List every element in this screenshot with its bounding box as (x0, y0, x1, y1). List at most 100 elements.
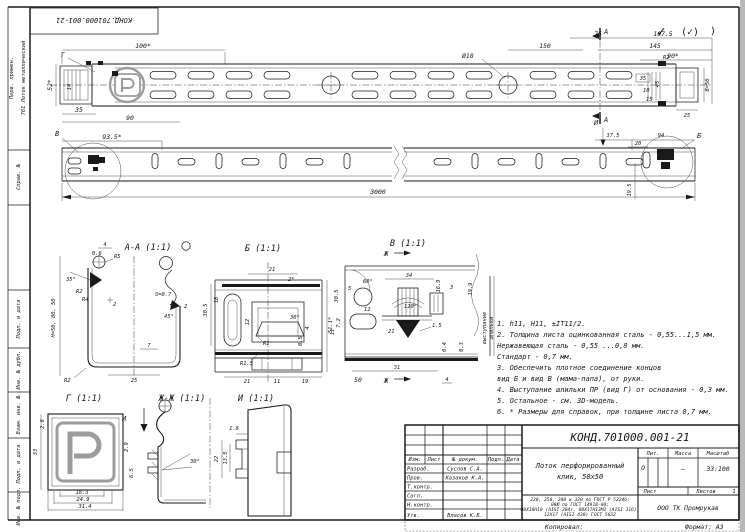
dim-label: 60° (363, 279, 373, 285)
surface-finish-marks: ✓ (✓) ) (657, 24, 716, 40)
row-tkontr: Т.контр. (407, 485, 433, 491)
dim-label: 37.5 (606, 133, 620, 139)
break-line (393, 145, 400, 180)
dim-label: 90* (667, 52, 679, 60)
brand-ring (108, 66, 146, 104)
scan-edge (740, 0, 745, 532)
section-v-dimensions: 60° 5 12 34 16.9 3 120° 21 1.5 7.2 11 0.… (330, 273, 495, 384)
dim-label: 7 (147, 343, 151, 349)
margin-vzam-inv: Взам. инв. № (16, 396, 22, 435)
dim-label: 52* (46, 79, 54, 91)
dim-label: 6.5 (129, 468, 135, 478)
break-line (471, 253, 479, 337)
dim-label: 2* (288, 277, 295, 283)
dim-label: 2 (184, 304, 187, 310)
drawing-frame (7, 6, 740, 521)
dim-label: 18.3 (76, 490, 89, 496)
perforation-slot (263, 71, 291, 80)
view-label-b: Б (697, 132, 702, 140)
dim-label: 3 (449, 285, 453, 291)
weld-mark (658, 61, 666, 66)
dim-label: 35 (639, 76, 647, 82)
dim-label: R2 (64, 378, 71, 384)
mass-header: Масса (674, 451, 691, 457)
break-line (401, 145, 408, 180)
perforation-slots-side (151, 153, 644, 169)
view-label-g: Г (61, 51, 65, 59)
view-label-v: В (55, 130, 59, 138)
sheets-header: Листов (695, 489, 715, 495)
sheets-value: 1 (732, 489, 735, 495)
row-prov-name: Казаков К.А. (445, 476, 485, 482)
dim-label: 107.5 (653, 30, 672, 38)
weld-mark (112, 71, 118, 76)
section-label-a2: А (603, 116, 608, 124)
perforation-slot (433, 158, 452, 166)
col-list: Лист (427, 457, 441, 463)
dim-label: 90 (126, 114, 134, 122)
dim-label: 30° (289, 315, 300, 321)
section-aa-dimensions: 4 0.6 R5 35° R2 R4 2 S=0.7 45° 2 7 25 R2… (51, 242, 187, 384)
view-g-dimensions: 2.6 33 2.9 6.5 18.3 24.9 31.4 (33, 414, 135, 511)
dim-label: 0.3 (459, 342, 465, 352)
perforation-slot (529, 90, 557, 99)
dim-label: 0.5 (298, 336, 304, 346)
dim-label: 31.4 (78, 504, 92, 510)
row-razrab: Разраб. (407, 466, 430, 473)
dim-label: 19 (302, 379, 309, 385)
mass-value: — (680, 465, 685, 473)
technical-requirements: 1. h11, Н11, ±IT11/2. 2. Толщина листа о… (496, 320, 729, 416)
dim-label: 11 (330, 329, 336, 336)
view-i-detail: И (1:1) 1.8 22 13.5 (214, 394, 292, 517)
dim-label: 145 (649, 42, 661, 50)
dim-label: 34 (405, 273, 413, 279)
dim-label: Ø18 (462, 52, 474, 60)
dim-label: 13.5 (223, 452, 229, 465)
perforation-slot (343, 153, 351, 169)
scale-header: Масштаб (706, 450, 730, 457)
detail-b-callout: Б 37.5 20 94 19.5 (595, 132, 702, 199)
company-name: ООО ТК Промрукав (657, 504, 719, 512)
dim-label: 25 (131, 378, 138, 384)
perforation-slot (263, 90, 291, 99)
row-prov: Пров. (406, 476, 423, 482)
cut-label-zh-top: Ж (383, 250, 389, 258)
perforation-slot (389, 90, 417, 99)
dim-label: 21 (388, 329, 395, 335)
section-aa-view: А-А (1:1) 4 0.6 R5 35° R2 R4 2 S=0.7 45°… (51, 241, 191, 384)
dim-label: 2.6 (40, 419, 46, 429)
inverted-stamp: КОНД.701000.001-21 (29, 7, 159, 35)
format-label: Формат: А3 (685, 523, 724, 531)
dim-label: 30° (189, 459, 200, 465)
view-i-title: И (1:1) (237, 394, 274, 404)
weld-mark (86, 61, 91, 65)
dim-label: 12 (364, 307, 371, 313)
section-label-a1: А (603, 28, 608, 36)
scale-value: 33:100 (705, 465, 729, 473)
perforation-slot (625, 158, 644, 166)
margin-perv-value: 761 Лоток металлический (21, 40, 27, 115)
section-b-view: Б (1:1) 21 2* 30.5 18 51.1* 12 30° 4 (203, 244, 334, 385)
section-aa-title: А-А (1:1) (124, 243, 172, 253)
lit-value: О (641, 464, 645, 472)
dim-label: 2 (113, 302, 116, 308)
perforation-slot (605, 90, 633, 99)
right-end-connector-top (647, 61, 699, 106)
dim-label: 1.5 (432, 323, 442, 329)
row-utv: Утв. (407, 513, 420, 519)
margin-podp-data-2: Подп. и дата (16, 445, 22, 485)
perforation-slot (225, 90, 253, 99)
perforation-slot (465, 90, 493, 99)
perforation-slot (149, 71, 177, 80)
perforation-slot (177, 158, 196, 166)
weld-mark (98, 61, 103, 65)
dim-label: 2.9 (124, 442, 130, 452)
roughness-paren: ) (710, 26, 716, 37)
view-i-arrow: И (593, 119, 606, 146)
dim-label: 45° (164, 314, 174, 320)
weld-mark (658, 101, 666, 106)
dim-label: Н=50, 80, 50 (51, 299, 57, 339)
margin-podp-data-1: Подп. и дата (16, 300, 22, 340)
brand-badge (114, 73, 141, 97)
